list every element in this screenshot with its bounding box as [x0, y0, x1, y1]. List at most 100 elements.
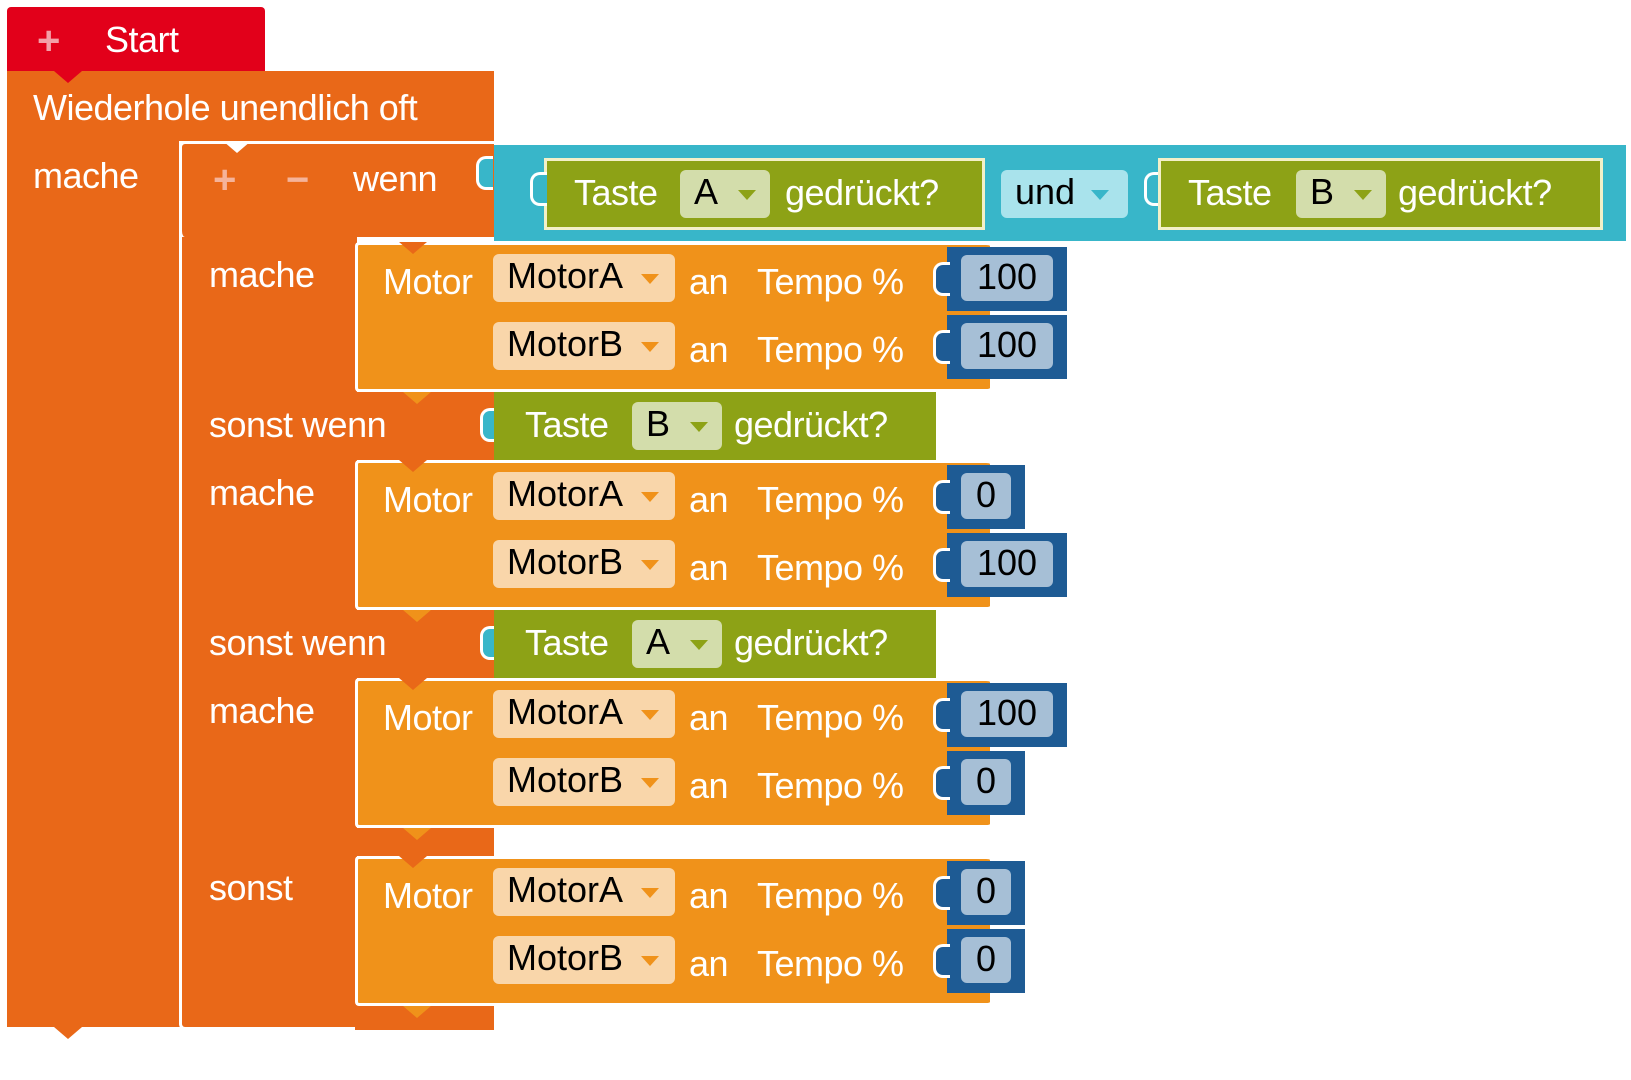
- on-label: an: [689, 875, 729, 916]
- on-label: an: [689, 329, 729, 370]
- chevron-down-icon: [641, 274, 659, 284]
- branch-do-label: mache: [209, 472, 315, 513]
- motor-select[interactable]: MotorA: [493, 690, 675, 738]
- motor-select-value: MotorB: [507, 323, 624, 364]
- chevron-down-icon: [690, 640, 708, 650]
- key-select-value: A: [646, 621, 671, 662]
- elseif-input-socket: [480, 626, 497, 660]
- condition-left-suffix: gedrückt?: [785, 172, 939, 213]
- operator-select[interactable]: und: [1001, 170, 1128, 218]
- motor-select-value: MotorA: [507, 691, 624, 732]
- chevron-down-icon: [641, 560, 659, 570]
- speed-input-socket: [933, 876, 950, 910]
- chevron-down-icon: [641, 888, 659, 898]
- add-branch-icon[interactable]: +: [213, 158, 237, 202]
- motor-select[interactable]: MotorB: [493, 758, 675, 806]
- on-label: an: [689, 261, 729, 302]
- speed-value-field[interactable]: 100: [961, 255, 1053, 301]
- elseif-label: sonst wenn: [209, 622, 387, 663]
- on-label: an: [689, 697, 729, 738]
- start-block[interactable]: + Start: [7, 7, 265, 71]
- speed-label: Tempo %: [757, 697, 904, 738]
- if-top-notch: [223, 141, 251, 153]
- motor-select[interactable]: MotorA: [493, 472, 675, 520]
- start-label: Start: [105, 19, 179, 60]
- motor-prefix: Motor: [383, 261, 473, 302]
- on-label: an: [689, 943, 729, 984]
- motor-select-value: MotorB: [507, 937, 624, 978]
- on-label: an: [689, 479, 729, 520]
- motor-bottom-notch: [403, 610, 431, 622]
- speed-value-field[interactable]: 0: [961, 869, 1011, 915]
- forever-loop-body: [7, 141, 179, 993]
- motor-select[interactable]: MotorB: [493, 540, 675, 588]
- key-select-value: A: [694, 171, 719, 212]
- loop-do-label: mache: [33, 155, 139, 196]
- speed-label: Tempo %: [757, 329, 904, 370]
- forever-loop-block[interactable]: [7, 71, 494, 141]
- speed-label: Tempo %: [757, 547, 904, 588]
- chevron-down-icon: [641, 492, 659, 502]
- chevron-down-icon: [641, 710, 659, 720]
- speed-label: Tempo %: [757, 765, 904, 806]
- and-right-socket: [1144, 172, 1161, 206]
- condition-right-prefix: Taste: [1188, 172, 1272, 213]
- motor-prefix: Motor: [383, 875, 473, 916]
- speed-value-field[interactable]: 100: [961, 323, 1053, 369]
- speed-input-socket: [933, 262, 950, 296]
- chevron-down-icon: [641, 956, 659, 966]
- key-select-b[interactable]: B: [1296, 170, 1386, 218]
- motor-top-notch: [399, 678, 427, 690]
- speed-label: Tempo %: [757, 875, 904, 916]
- motor-select-value: MotorB: [507, 541, 624, 582]
- motor-bottom-notch: [403, 392, 431, 404]
- speed-value-field[interactable]: 0: [961, 473, 1011, 519]
- speed-input-socket: [933, 330, 950, 364]
- motor-top-notch: [399, 242, 427, 254]
- condition-left-prefix: Taste: [574, 172, 658, 213]
- key-select[interactable]: B: [632, 402, 722, 450]
- on-label: an: [689, 547, 729, 588]
- operator-value: und: [1015, 171, 1076, 212]
- branch-do-label: mache: [209, 690, 315, 731]
- key-select[interactable]: A: [632, 620, 722, 668]
- remove-branch-icon[interactable]: −: [286, 158, 310, 202]
- condition-suffix: gedrückt?: [734, 404, 888, 445]
- speed-value-field[interactable]: 100: [961, 691, 1053, 737]
- start-notch: [54, 71, 82, 83]
- chevron-down-icon: [641, 778, 659, 788]
- motor-top-notch: [399, 460, 427, 472]
- chevron-down-icon: [1091, 190, 1109, 200]
- motor-select[interactable]: MotorB: [493, 936, 675, 984]
- speed-value-field[interactable]: 100: [961, 541, 1053, 587]
- condition-prefix: Taste: [525, 622, 609, 663]
- branch-do-label: mache: [209, 254, 315, 295]
- motor-select[interactable]: MotorB: [493, 322, 675, 370]
- motor-select[interactable]: MotorA: [493, 254, 675, 302]
- motor-bottom-notch: [403, 1006, 431, 1018]
- speed-input-socket: [933, 698, 950, 732]
- speed-label: Tempo %: [757, 261, 904, 302]
- motor-select-value: MotorB: [507, 759, 624, 800]
- speed-value-field[interactable]: 0: [961, 937, 1011, 983]
- motor-select-value: MotorA: [507, 473, 624, 514]
- on-label: an: [689, 765, 729, 806]
- speed-label: Tempo %: [757, 943, 904, 984]
- and-left-socket: [530, 172, 547, 206]
- speed-input-socket: [933, 944, 950, 978]
- loop-label: Wiederhole unendlich oft: [33, 87, 418, 128]
- motor-select[interactable]: MotorA: [493, 868, 675, 916]
- chevron-down-icon: [1354, 190, 1372, 200]
- if-input-socket: [476, 156, 493, 190]
- plus-icon[interactable]: +: [37, 19, 61, 63]
- speed-input-socket: [933, 548, 950, 582]
- motor-prefix: Motor: [383, 697, 473, 738]
- if-block-header[interactable]: [179, 141, 494, 237]
- key-select-a[interactable]: A: [680, 170, 770, 218]
- if-block-spine: [179, 237, 357, 1030]
- speed-input-socket: [933, 766, 950, 800]
- chevron-down-icon: [690, 422, 708, 432]
- if-label: wenn: [353, 158, 438, 199]
- speed-value-field[interactable]: 0: [961, 759, 1011, 805]
- condition-right-suffix: gedrückt?: [1398, 172, 1552, 213]
